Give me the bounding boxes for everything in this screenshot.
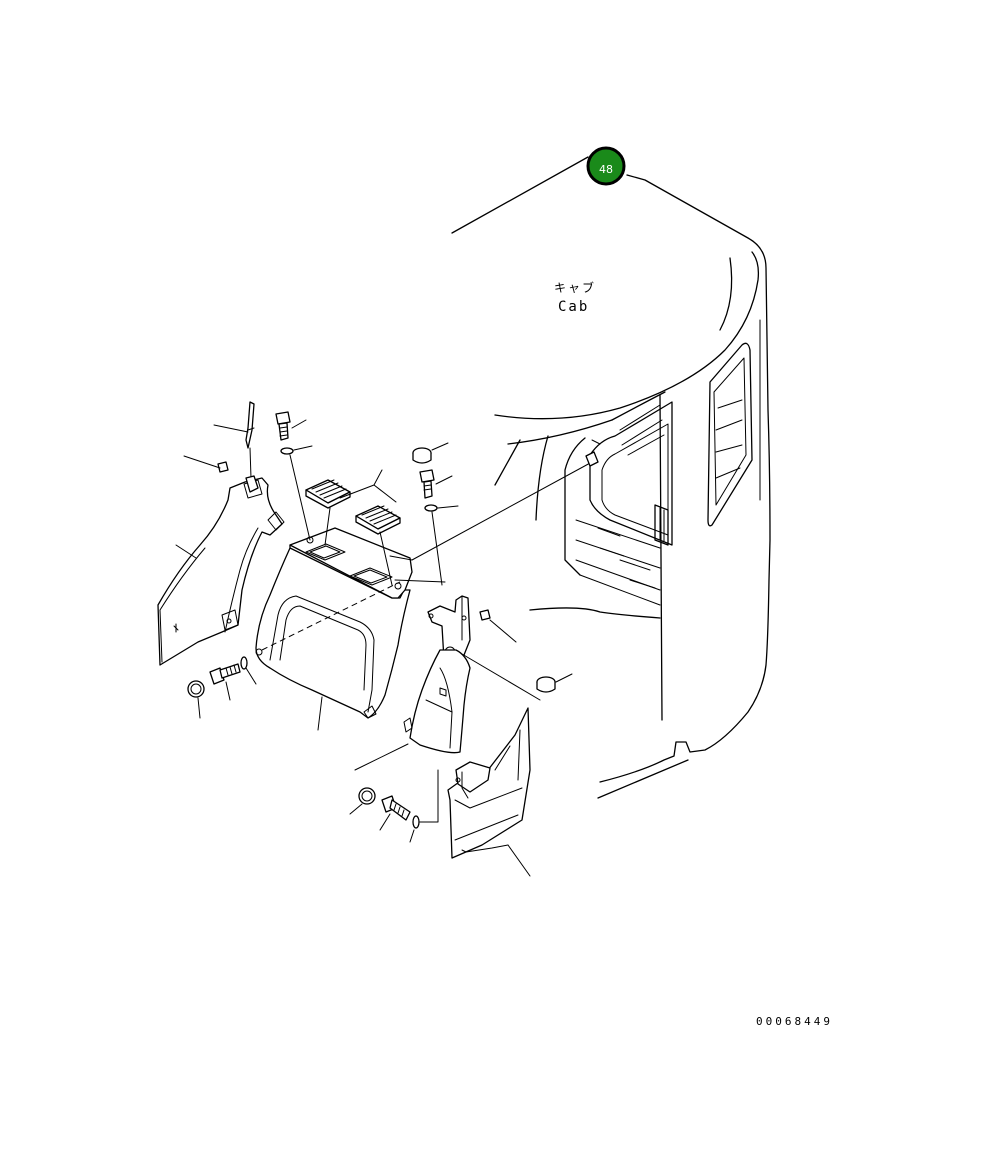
- callout-badge[interactable]: 48: [586, 146, 626, 186]
- washer-top-left: [280, 445, 313, 541]
- washer-lower-mid: [409, 769, 439, 843]
- panel-leader: [317, 696, 323, 731]
- air-vent-left: [305, 479, 351, 509]
- vent-leader-b: [373, 484, 397, 503]
- duct-lower: [447, 707, 531, 859]
- vent-line-a: [324, 507, 331, 546]
- bolt-top-left: [275, 411, 307, 441]
- washer-top-right: [424, 504, 459, 586]
- duct-leader: [354, 743, 409, 771]
- bolt-lower-left: [209, 663, 241, 701]
- rear-center-trim-panel: [255, 527, 413, 719]
- clip-nut: [183, 455, 229, 473]
- leader-long: [411, 461, 593, 561]
- cap-lower-left: [187, 680, 205, 719]
- cap-top-right: [412, 442, 449, 464]
- plug-right: [461, 653, 573, 701]
- leader-short: [389, 555, 413, 561]
- duct-bracket: [427, 595, 471, 667]
- duct-upper: [403, 649, 471, 754]
- cab-label: キャブ Cab: [554, 280, 596, 315]
- bolt-lower-mid: [379, 795, 411, 831]
- cap-lower-mid: [349, 787, 376, 815]
- cab-label-en: Cab: [558, 299, 589, 315]
- cab-outline: [451, 156, 771, 799]
- leader-bracket: [394, 579, 446, 583]
- document-number: 00068449: [756, 1015, 833, 1028]
- callout-number[interactable]: 48: [599, 163, 613, 176]
- strap-handle: [245, 401, 259, 493]
- air-vent-right: [355, 505, 401, 535]
- vent-line-b: [379, 531, 393, 586]
- lower-duct-leader: [507, 844, 531, 877]
- washer-lower-left: [240, 656, 257, 685]
- bolt-top-right: [419, 469, 453, 499]
- strap-leader: [213, 424, 249, 433]
- cab-label-jp: キャブ: [554, 280, 596, 295]
- left-side-trim-panel: [157, 477, 285, 666]
- callout-circle[interactable]: [586, 146, 626, 186]
- retainer-clip: [479, 609, 517, 643]
- cab-bracket-clip: [585, 439, 601, 467]
- side-panel-leader: [175, 544, 197, 559]
